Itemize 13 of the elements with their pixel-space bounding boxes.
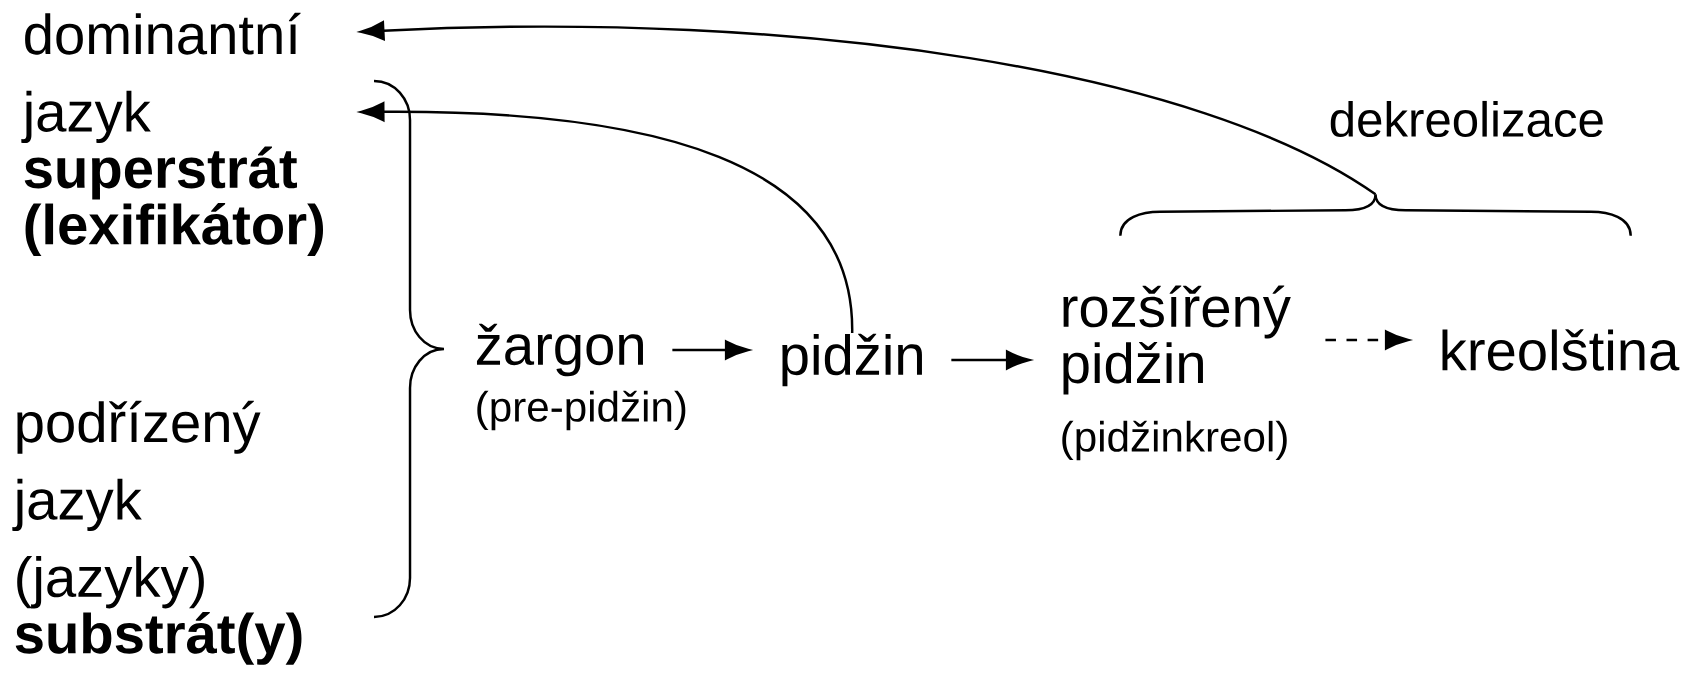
caption-text: (pre-pidžin) <box>477 390 686 431</box>
arrow <box>1325 330 1410 350</box>
text-label: kreolština <box>1442 329 1680 371</box>
text-label: pidžin <box>782 333 922 387</box>
caption-text: dekreolizace <box>1330 100 1603 138</box>
caption-text: (pidžinkreol) <box>1062 420 1287 461</box>
arrow <box>672 340 750 360</box>
curly-brace <box>1119 193 1632 236</box>
text-label: podřízený jazyk (jazyky) substrát(y) <box>12 400 302 665</box>
text-label: rozšířený pidžin <box>1063 285 1291 395</box>
text-label: dominantní jazyk superstrát (lexifikátor) <box>21 12 323 256</box>
arrow <box>951 350 1031 370</box>
text-label: žargon <box>477 323 643 377</box>
